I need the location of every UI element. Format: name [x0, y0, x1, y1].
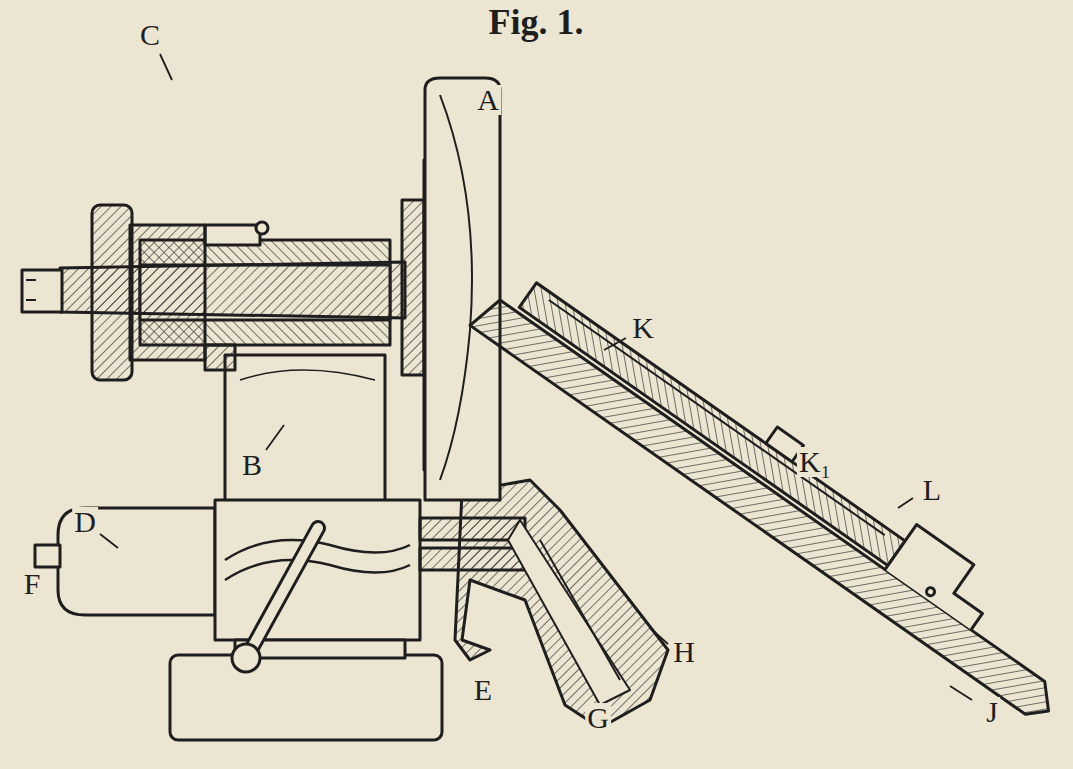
part-letter: K: [630, 313, 656, 343]
part-letter: B: [240, 450, 264, 480]
part-letter: H: [671, 637, 697, 667]
part-letter: L: [921, 475, 943, 505]
part-letter: G: [585, 703, 611, 733]
figure-title: Fig. 1.: [489, 4, 584, 40]
part-letter: E: [472, 675, 494, 705]
part-letter: F: [22, 569, 43, 599]
part-letter: A: [475, 85, 501, 115]
part-letter: D: [72, 507, 98, 537]
part-letter: J: [984, 697, 1000, 727]
part-letter: C: [138, 20, 162, 50]
part-letter: K₁: [797, 447, 833, 477]
